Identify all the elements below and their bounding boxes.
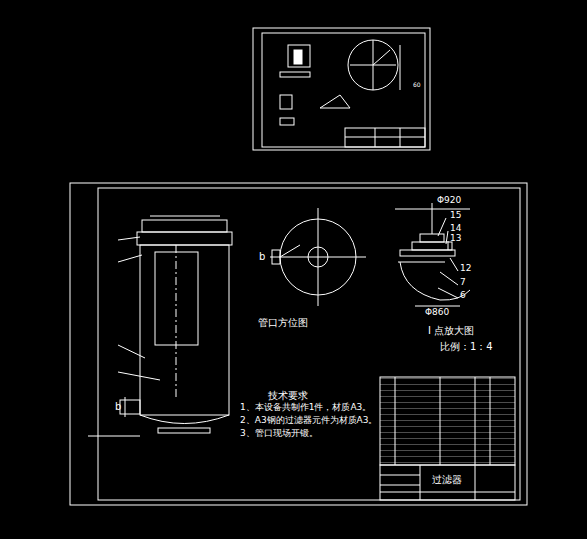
callout-number: 6	[460, 291, 466, 301]
callout-number: 13	[450, 234, 461, 244]
title-block-text: 过滤器	[432, 474, 462, 485]
note-line: 3、管口现场开锻。	[240, 429, 318, 439]
note-line: 2、A3钢的过滤器元件为材质A3。	[240, 416, 378, 426]
dimension: Φ860	[425, 308, 449, 318]
scale-note: 比例：1：4	[440, 341, 493, 352]
callout-number: 14	[450, 224, 461, 234]
nozzle-mark: b	[259, 251, 265, 262]
callout-number: 7	[460, 278, 466, 288]
callout-number: 15	[450, 211, 461, 221]
view-title: I 点放大图	[428, 325, 474, 336]
dimension: Φ920	[437, 196, 461, 206]
callout-number: 12	[460, 264, 471, 274]
note-heading: 技术要求	[268, 390, 308, 401]
dimension: 60	[413, 82, 421, 89]
nozzle-mark: b	[115, 401, 121, 412]
note-line: 1、本设备共制作1件，材质A3。	[240, 403, 371, 413]
view-title: 管口方位图	[258, 317, 308, 328]
